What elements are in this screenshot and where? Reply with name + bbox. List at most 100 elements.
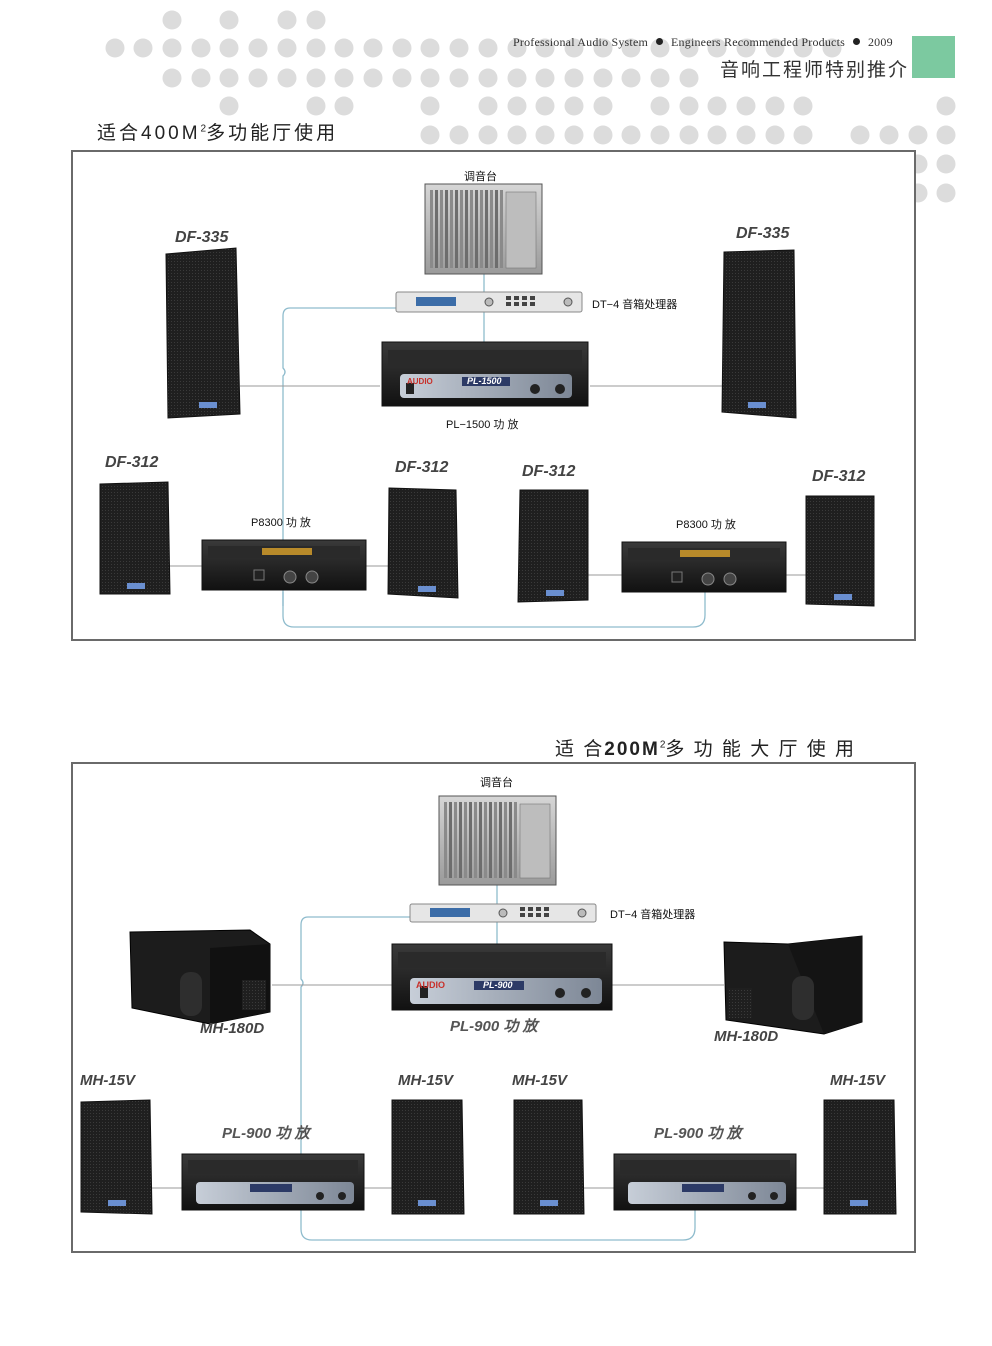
decorative-dot: [679, 125, 699, 145]
decorative-dot: [478, 68, 498, 88]
decorative-dot: [363, 38, 383, 58]
decorative-dot: [535, 38, 555, 58]
decorative-dot: [219, 68, 239, 88]
processor-button: [514, 302, 519, 306]
bullet-icon: [852, 38, 860, 45]
decorative-dot: [507, 38, 527, 58]
speaker-model-label: DF-312: [105, 454, 159, 471]
decorative-dot: [478, 125, 498, 145]
subwoofer-cabinet: [723, 935, 863, 1035]
speaker-model-label: MH-15V: [80, 1072, 136, 1089]
decorative-dot: [306, 38, 326, 58]
decorative-dot: [621, 68, 641, 88]
header-tagline-1: Professional Audio System: [513, 35, 649, 49]
speaker-cabinet-large: [165, 247, 241, 419]
mixer-channel-strip: [484, 802, 487, 878]
subwoofer-cabinet: [129, 929, 271, 1025]
section2-title-prefix: 适 合: [555, 739, 605, 760]
processor-label: DT−4 音箱处理器: [592, 299, 678, 311]
mixer-label: 调音台: [464, 171, 497, 183]
mixer-channel-strip: [449, 802, 452, 878]
decorative-dot: [420, 125, 440, 145]
speaker-processor: [409, 903, 597, 923]
power-amplifier: [613, 1153, 797, 1211]
decorative-dot: [564, 125, 584, 145]
section1-title: 适合400M2多功能厅使用: [97, 118, 338, 145]
mixer-channel-strip: [480, 190, 483, 268]
processor-label: DT−4 音箱处理器: [610, 909, 696, 921]
section2-title-bold: 200M: [604, 739, 660, 760]
mixer-channel-strip: [435, 190, 438, 268]
power-amplifier-main: [391, 943, 613, 1011]
decorative-dot: [392, 68, 412, 88]
mixer-channel-strip: [490, 190, 493, 268]
mixer-channel-strip: [485, 190, 488, 268]
decorative-dot: [793, 125, 813, 145]
processor-button: [520, 907, 525, 911]
decorative-dot: [793, 38, 813, 58]
decorative-dot: [420, 38, 440, 58]
section1-title-suffix: 多功能厅使用: [206, 123, 339, 144]
mixer-channel-strip: [475, 190, 478, 268]
decorative-dot: [936, 125, 956, 145]
decorative-dot: [593, 68, 613, 88]
decorative-dot: [478, 38, 498, 58]
power-amplifier: [181, 1153, 365, 1211]
decorative-dot: [248, 38, 268, 58]
amp-label: P8300 功 放: [251, 517, 311, 529]
decorative-dot: [650, 38, 670, 58]
decorative-dot: [162, 10, 182, 30]
header-title: 音响工程师特别推介: [720, 60, 910, 81]
speaker-model-label: MH-15V: [830, 1072, 886, 1089]
speaker-model-label: DF-335: [175, 229, 229, 246]
decorative-dot: [420, 96, 440, 116]
mixer-channel-strip: [500, 190, 503, 268]
decorative-dot: [650, 68, 670, 88]
speaker-cable: [152, 984, 824, 1189]
decorative-dot: [564, 96, 584, 116]
mixer-channel-strip: [440, 190, 443, 268]
mixer-channel-strip: [514, 802, 517, 878]
section2-title-suffix: 多 功 能 大 厅 使 用: [665, 739, 857, 760]
speaker-cabinet-small: [823, 1099, 897, 1215]
section1-title-sup: 2: [200, 123, 207, 135]
speaker-cabinet-large: [721, 249, 797, 419]
processor-button: [536, 913, 541, 917]
decorative-dot: [219, 10, 239, 30]
processor-button: [536, 907, 541, 911]
speaker-cabinet-small: [513, 1099, 585, 1215]
decorative-dot: [478, 96, 498, 116]
speaker-cabinet-small: [80, 1099, 153, 1215]
speaker-cabinet-small: [517, 489, 589, 603]
main-amp-label: PL-900 功 放: [450, 1018, 538, 1035]
speaker-model-label: DF-335: [736, 225, 790, 242]
decorative-dot: [507, 125, 527, 145]
decorative-dot: [191, 38, 211, 58]
decorative-dot: [219, 38, 239, 58]
decorative-dot: [621, 38, 641, 58]
mixer-channel-strip: [444, 802, 447, 878]
amp-label: PL-900 功 放: [654, 1125, 742, 1142]
mixer-channel-strip: [469, 802, 472, 878]
mixer-channel-strip: [459, 802, 462, 878]
processor-button: [544, 913, 549, 917]
subwoofer-model-label: MH-180D: [200, 1020, 265, 1037]
section2-title: 适 合200M2多 功 能 大 厅 使 用: [555, 734, 856, 761]
power-amplifier: [621, 541, 787, 593]
decorative-dot: [535, 96, 555, 116]
decorative-dot: [736, 38, 756, 58]
decorative-dot: [248, 68, 268, 88]
speaker-cabinet-small: [387, 487, 459, 599]
speaker-model-label: DF-312: [395, 459, 449, 476]
processor-button: [544, 907, 549, 911]
amp-label: PL-900 功 放: [222, 1125, 310, 1142]
decorative-dot: [765, 96, 785, 116]
decorative-dot: [793, 96, 813, 116]
mixer-channel-strip: [470, 190, 473, 268]
decorative-dot: [593, 96, 613, 116]
power-amplifier-main: [381, 341, 589, 407]
decorative-dot: [936, 183, 956, 203]
decorative-dot: [277, 68, 297, 88]
speaker-cabinet-small: [391, 1099, 465, 1215]
